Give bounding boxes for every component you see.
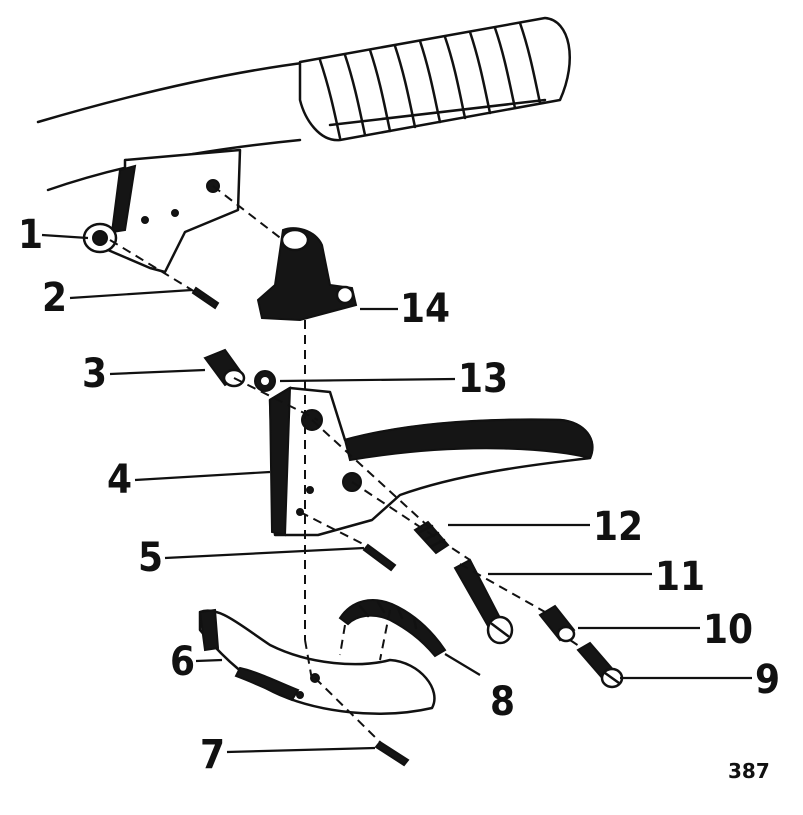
callout-10: 10: [703, 607, 753, 653]
callout-8: 8: [490, 679, 515, 725]
pivot-bracket: [256, 227, 358, 322]
assembly-lines: [109, 185, 583, 743]
handlebar-with-grip: [36, 16, 572, 192]
callout-2: 2: [42, 275, 67, 321]
pin-5: [362, 543, 397, 572]
callout-4: 4: [107, 457, 132, 503]
callout-1: 1: [18, 212, 43, 258]
sleeve-10: [538, 604, 576, 643]
callout-14: 14: [400, 286, 450, 332]
callout-13: 13: [458, 356, 508, 402]
callout-12: 12: [593, 504, 643, 550]
leader-lines: [41, 233, 752, 754]
callout-labels: 1 2 14 3 13 4 12 5 11 10 6 9 8 7: [18, 212, 780, 778]
pin-7: [374, 740, 410, 767]
clamp-bracket: [82, 148, 242, 274]
washer-13: [254, 370, 276, 392]
grip-ribs: [318, 21, 547, 140]
callout-3: 3: [82, 351, 107, 397]
callout-11: 11: [655, 554, 705, 600]
callout-6: 6: [170, 639, 195, 685]
pin-2: [191, 286, 220, 310]
brake-lever: [268, 386, 594, 537]
spring-clip-8: [338, 599, 447, 658]
lever-plate-6: [198, 608, 436, 715]
callout-9: 9: [755, 657, 780, 703]
figure-number: 387: [728, 759, 770, 783]
adjusting-screw-11: [453, 558, 514, 645]
screw-9: [576, 641, 624, 689]
callout-7: 7: [200, 732, 225, 778]
callout-5: 5: [138, 535, 163, 581]
